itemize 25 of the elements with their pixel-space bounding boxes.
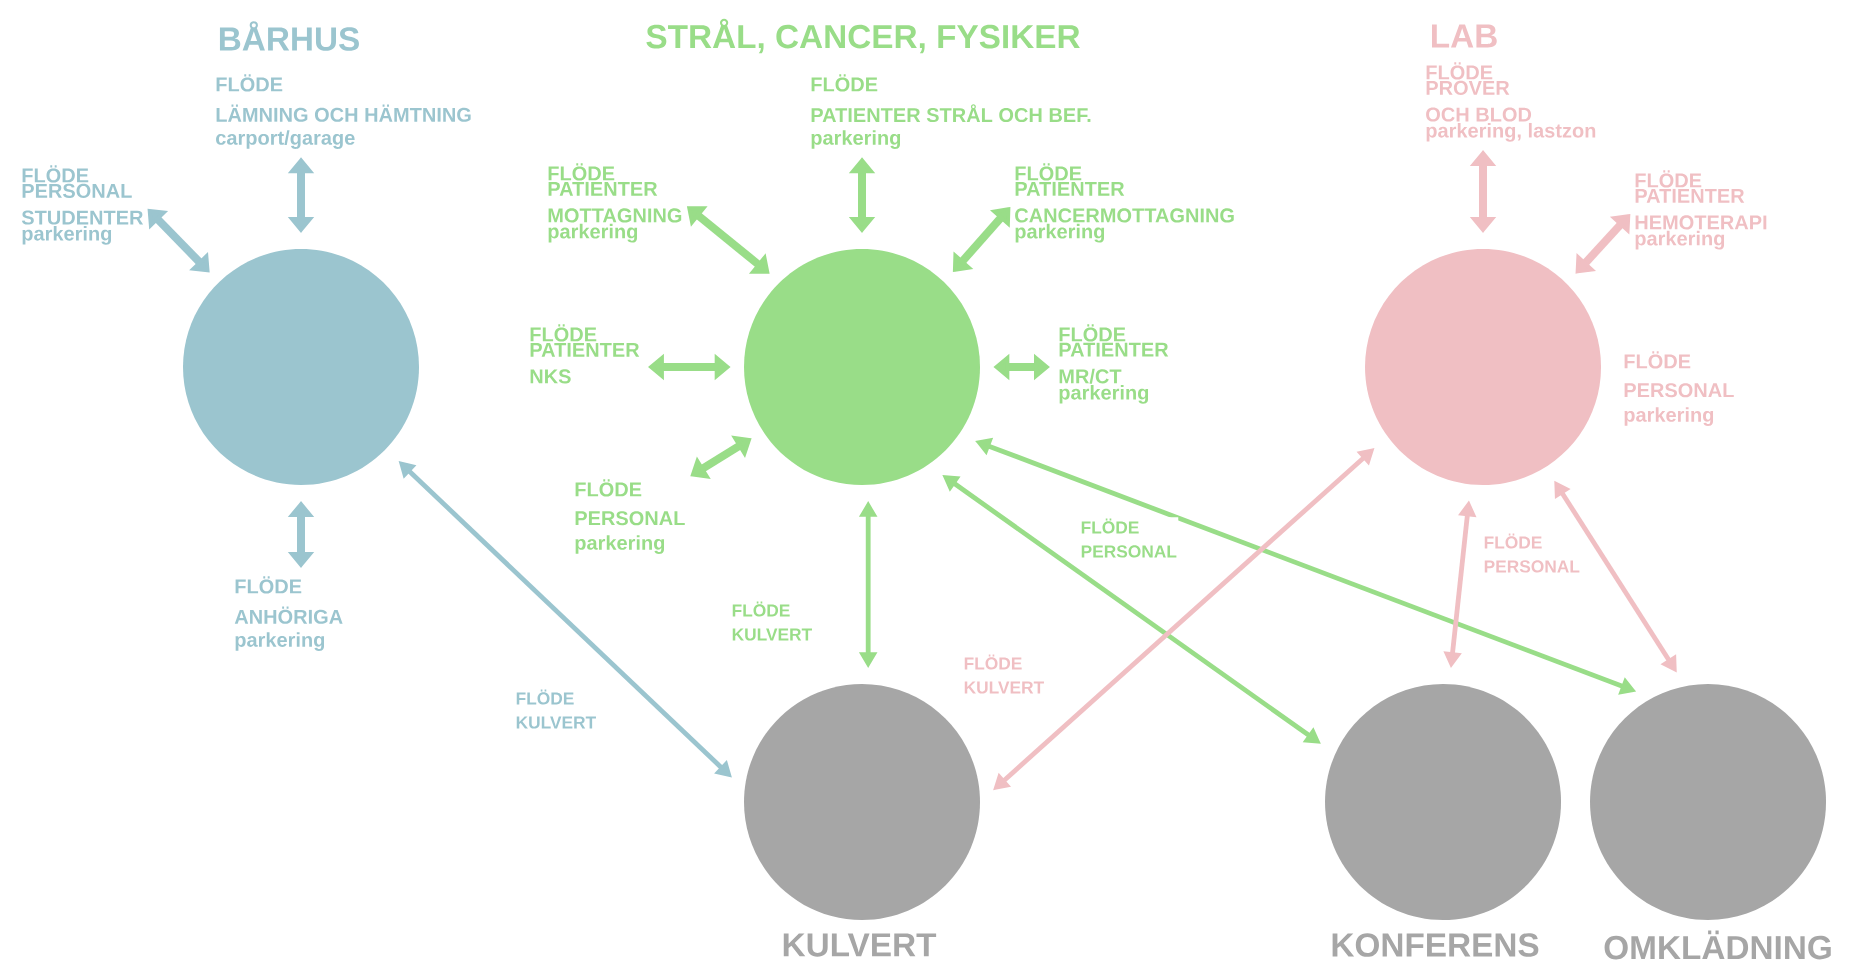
zone-heading: KULVERT (783, 933, 937, 957)
zone-heading: BÅRHUS (219, 21, 359, 51)
edge-label: FLÖDE KULVERT (514, 688, 598, 730)
zone-heading: OMKLÄDNING (1604, 930, 1831, 960)
edge-label: FLÖDE KULVERT (730, 600, 814, 642)
zone-heading: KONFERENS (1332, 933, 1539, 957)
flow-label: FLÖDE ANHÖRIGA parkering (234, 576, 343, 651)
flow-label: FLÖDE PATIENTER MOTTAGNING parkering (548, 163, 682, 243)
edge-label: FLÖDE KULVERT (962, 653, 1046, 695)
zone-circle (183, 249, 419, 485)
flow-label: FLÖDE PATIENTER CANCERMOTTAGNING parkering (1015, 163, 1234, 243)
flow-label: FLÖDE PROVER OCH BLOD parkering, lastzon (1426, 62, 1596, 142)
flow-label: FLÖDE PERSONAL STUDENTER parkering (21, 165, 144, 245)
edge-label: FLÖDE PERSONAL (1079, 517, 1179, 559)
flow-label: FLÖDE PATIENTER HEMOTERAPI parkering (1635, 170, 1767, 250)
flow-label: FLÖDE PATIENTER MR/CT parkering (1059, 324, 1169, 404)
edge-label: FLÖDE PERSONAL (1482, 532, 1582, 574)
flow-label: FLÖDE PATIENTER NKS (530, 324, 640, 384)
zone-heading: LAB (1432, 24, 1497, 48)
flow-label: FLÖDE LÄMNING OCH HÄMTNING carport/garage (216, 74, 471, 149)
flow-label: FLÖDE PERSONAL parkering (575, 479, 685, 554)
zone-circle (744, 249, 980, 485)
flow-label: FLÖDE PATIENTER STRÅL OCH BEF. parkering (811, 74, 1091, 149)
flow-note: FLÖDE PERSONAL parkering (1624, 351, 1734, 426)
zone-heading: STRÅL, CANCER, FYSIKER (646, 18, 1080, 54)
